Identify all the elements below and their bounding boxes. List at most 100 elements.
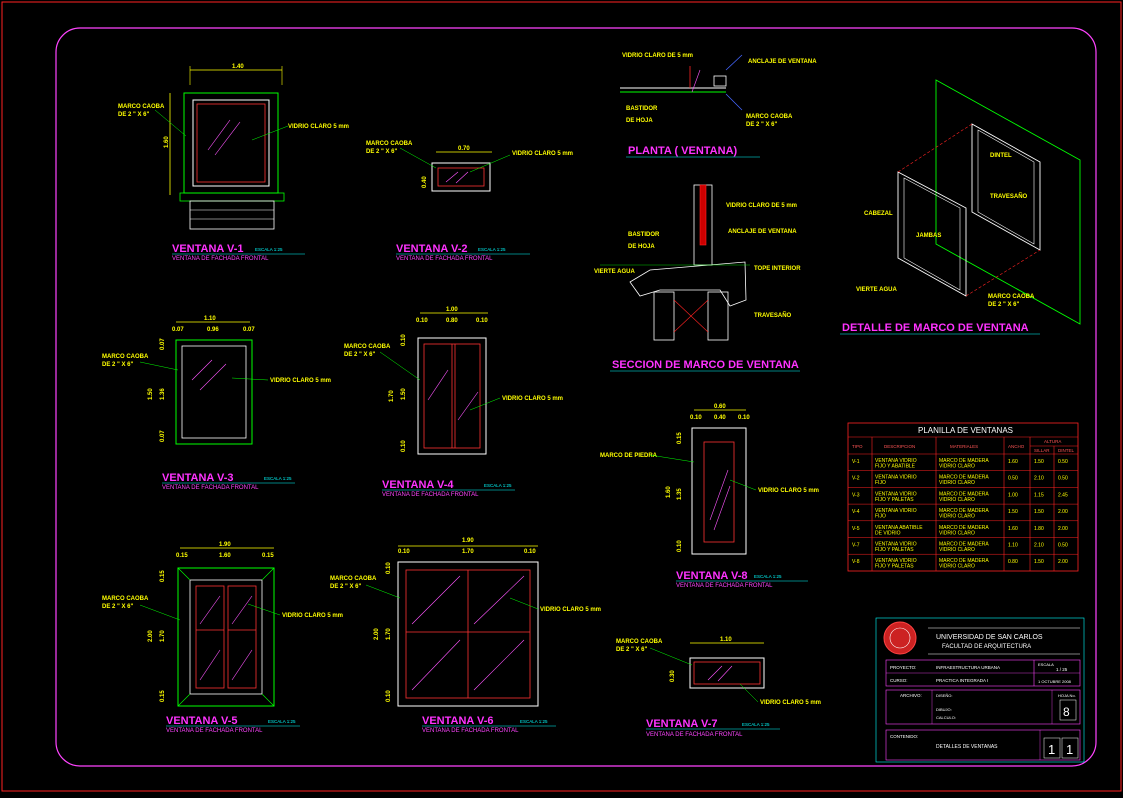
v5-subtitle: VENTANA DE FACHADA FRONTAL bbox=[166, 728, 263, 734]
v5-marco-label: MARCO CAOBA bbox=[102, 596, 149, 602]
seccion-tope: TOPE INTERIOR bbox=[754, 266, 801, 272]
v8-dim-h3: 0.10 bbox=[677, 540, 683, 552]
v2-dim-width: 0.70 bbox=[458, 146, 470, 152]
v1-marco-size: DE 2 " X 6" bbox=[118, 112, 150, 118]
planilla-cell: 2.10 bbox=[1034, 543, 1044, 549]
v5-vidrio-label: VIDRIO CLARO 5 mm bbox=[282, 613, 343, 619]
planilla-cell: V-3 bbox=[852, 492, 860, 498]
v3-dim-a: 0.07 bbox=[172, 327, 184, 333]
detalle-detail: DINTEL TRAVESAÑO CABEZAL JAMBAS VIERTE A… bbox=[840, 79, 1081, 335]
tb-archivo-lbl: ARCHIVO: bbox=[900, 693, 922, 698]
v5-title: VENTANA V-5 bbox=[166, 715, 238, 727]
v1-dim-width: 1.40 bbox=[232, 64, 244, 70]
v7-vidrio-label: VIDRIO CLARO 5 mm bbox=[760, 700, 821, 706]
v3-dim-height: 1.50 bbox=[148, 388, 154, 400]
planilla-cell: 1.50 bbox=[1034, 459, 1044, 465]
seccion-title: SECCION DE MARCO DE VENTANA bbox=[612, 359, 799, 371]
v8-dim-width: 0.60 bbox=[714, 404, 726, 410]
v4-dim-h2: 1.50 bbox=[401, 388, 407, 400]
planilla-cell: 2.10 bbox=[1034, 476, 1044, 482]
sheet-frame bbox=[55, 27, 1097, 767]
planilla-cell: 0.50 bbox=[1058, 476, 1068, 482]
v6-dim-height: 2.00 bbox=[374, 628, 380, 640]
v2-vidrio-label: VIDRIO CLARO 5 mm bbox=[512, 151, 573, 157]
v4-dim-a: 0.10 bbox=[416, 318, 428, 324]
planilla-cell: 1.15 bbox=[1034, 492, 1044, 498]
seccion-detail: VIDRIO CLARO DE 5 mm BASTIDOR DE HOJA AN… bbox=[594, 184, 801, 372]
planilla-h-desc: DESCRIPCION bbox=[884, 444, 915, 449]
v4-dim-b: 0.80 bbox=[446, 318, 458, 324]
seccion-anclaje: ANCLAJE DE VENTANA bbox=[728, 229, 797, 235]
planta-hoja: DE HOJA bbox=[626, 118, 653, 124]
v1-subtitle: VENTANA DE FACHADA FRONTAL bbox=[172, 256, 269, 262]
window-v3: 1.10 0.07 0.96 0.07 1.50 0.07 1.36 0.07 … bbox=[102, 316, 331, 491]
planilla-cell: 0.50 bbox=[1058, 459, 1068, 465]
v5-dim-width: 1.90 bbox=[219, 542, 231, 548]
window-v1: 1.40 1.60 MARCO CAOBA DE 2 " X 6" VIDRIO… bbox=[118, 64, 349, 262]
v2-title: VENTANA V-2 bbox=[396, 243, 468, 255]
tb-contenido-lbl: CONTENIDO: bbox=[890, 734, 918, 739]
v7-scale: ESCALA 1:25 bbox=[742, 722, 770, 727]
v5-dim-height: 2.00 bbox=[148, 630, 154, 642]
planilla-h-dintel: DINTEL bbox=[1058, 448, 1075, 453]
v4-marco-size: DE 2 " X 6" bbox=[344, 352, 376, 358]
planilla-cell: V-2 bbox=[852, 476, 860, 482]
planilla-cell: 2.00 bbox=[1058, 526, 1068, 532]
v4-dim-h3: 0.10 bbox=[401, 440, 407, 452]
v6-dim-a: 0.10 bbox=[398, 549, 410, 555]
planilla-cell: 1.50 bbox=[1008, 509, 1018, 515]
tb-sheet-number: 8 bbox=[1063, 705, 1070, 719]
v3-marco-label: MARCO CAOBA bbox=[102, 354, 149, 360]
v3-dim-h2: 1.36 bbox=[160, 388, 166, 400]
tb-hoja-lbl: HOJA No. bbox=[1058, 693, 1076, 698]
seccion-vierte: VIERTE AGUA bbox=[594, 269, 635, 275]
planilla-cell: 1.60 bbox=[1008, 526, 1018, 532]
v4-marco-label: MARCO CAOBA bbox=[344, 344, 391, 350]
university-seal bbox=[883, 621, 917, 655]
v3-dim-c: 0.07 bbox=[243, 327, 255, 333]
window-v6: 1.90 0.10 1.70 0.10 2.00 0.10 1.70 0.10 … bbox=[330, 538, 601, 734]
planilla-cell: 1.60 bbox=[1008, 459, 1018, 465]
tb-faculty: FACULTAD DE ARQUITECTURA bbox=[942, 644, 1031, 650]
v5-dim-h3: 0.15 bbox=[160, 690, 166, 702]
detalle-travesano: TRAVESAÑO bbox=[990, 193, 1028, 200]
planilla-cell: 1.50 bbox=[1034, 509, 1044, 515]
planilla-cell: V-4 bbox=[852, 509, 860, 515]
v4-dim-height: 1.70 bbox=[389, 390, 395, 402]
v8-marco-label: MARCO DE PIEDRA bbox=[600, 453, 658, 459]
v5-dim-h2: 1.70 bbox=[160, 630, 166, 642]
planta-detail: VIDRIO CLARO DE 5 mm ANCLAJE DE VENTANA … bbox=[620, 53, 817, 158]
v1-scale: ESCALA 1:25 bbox=[255, 247, 283, 252]
v6-dim-b: 1.70 bbox=[462, 549, 474, 555]
detalle-vierte: VIERTE AGUA bbox=[856, 287, 897, 293]
v4-vidrio-label: VIDRIO CLARO 5 mm bbox=[502, 396, 563, 402]
v8-subtitle: VENTANA DE FACHADA FRONTAL bbox=[676, 583, 773, 589]
planilla-h-sillar: SILLAR bbox=[1034, 448, 1050, 453]
v6-subtitle: VENTANA DE FACHADA FRONTAL bbox=[422, 728, 519, 734]
planilla-cell: 2.00 bbox=[1058, 509, 1068, 515]
v6-title: VENTANA V-6 bbox=[422, 715, 494, 727]
v4-title: VENTANA V-4 bbox=[382, 479, 454, 491]
v7-dim-width: 1.10 bbox=[720, 637, 732, 643]
v7-subtitle: VENTANA DE FACHADA FRONTAL bbox=[646, 732, 743, 738]
tb-university: UNIVERSIDAD DE SAN CARLOS bbox=[936, 634, 1043, 641]
v1-marco-label: MARCO CAOBA bbox=[118, 104, 165, 110]
tb-num2: 1 bbox=[1066, 742, 1073, 757]
seccion-vidrio: VIDRIO CLARO DE 5 mm bbox=[726, 203, 797, 209]
v5-dim-b: 1.60 bbox=[219, 553, 231, 559]
planta-bastidor: BASTIDOR bbox=[626, 106, 658, 112]
planilla-cell: V-5 bbox=[852, 526, 860, 532]
detalle-dintel: DINTEL bbox=[990, 153, 1012, 159]
planilla-cell: 1.10 bbox=[1008, 543, 1018, 549]
title-block: UNIVERSIDAD DE SAN CARLOS FACULTAD DE AR… bbox=[875, 617, 1085, 763]
seccion-travesano: TRAVESAÑO bbox=[754, 312, 792, 319]
planilla-cell: 0.50 bbox=[1008, 476, 1018, 482]
